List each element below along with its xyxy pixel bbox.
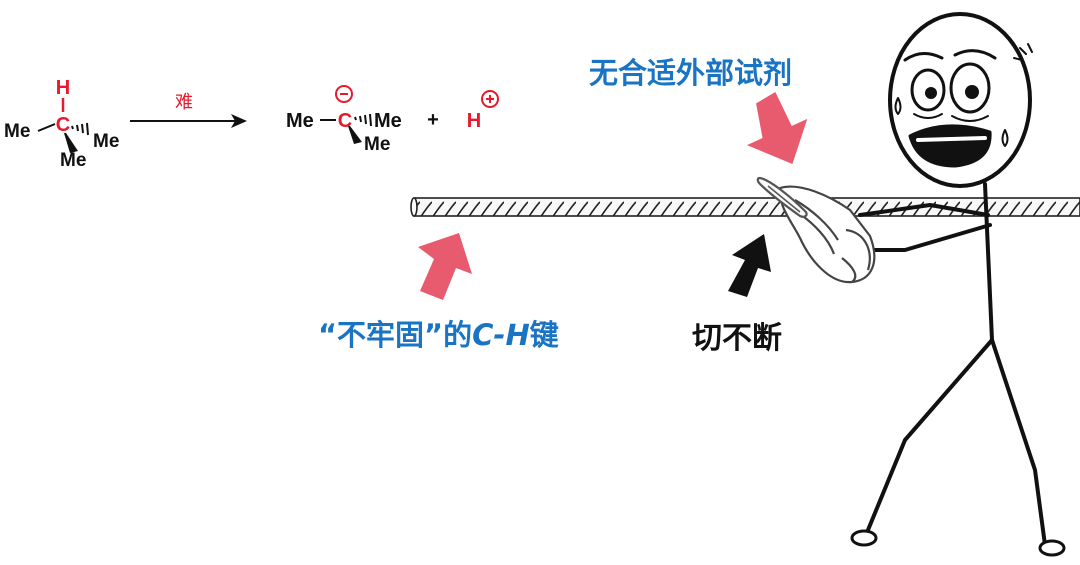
rope: [410, 197, 1080, 217]
reactant-c-atom: C: [56, 114, 70, 136]
weak-bond-label: “不牢固”的C-H键: [318, 312, 559, 354]
product-carbanion: Me C Me Me: [286, 85, 402, 155]
arrow-to-hand: [746, 92, 808, 165]
product-me-right: Me: [374, 110, 402, 132]
positive-charge-icon: [481, 90, 499, 108]
reactant-me-right: Me: [93, 131, 119, 152]
figure-arm-upper: [858, 203, 990, 217]
no-reagent-label: 无合适外部试剂: [589, 56, 793, 90]
arrow-to-rope: [418, 233, 472, 300]
weak-bond-prefix: “不牢固”的: [318, 318, 473, 352]
weak-bond-suffix: 键: [529, 318, 559, 352]
figure-arm-lower: [858, 223, 992, 252]
figure-body: [983, 182, 994, 342]
sweat-drop-icon: [1001, 129, 1009, 147]
reactant-molecule: H C Me Me Me: [4, 77, 119, 171]
weak-bond-ch: C-H: [472, 318, 530, 352]
bond-left: [37, 123, 56, 132]
proton-h: H: [467, 110, 481, 132]
reactant-me-left: Me: [4, 121, 30, 142]
product-me-left: Me: [286, 110, 314, 132]
stick-figure: [850, 12, 1066, 557]
reactant-h-atom: H: [56, 77, 70, 99]
cannot-cut-label: 切不断: [692, 321, 782, 356]
product-bold-wedge: [348, 126, 362, 144]
cutting-blade-icon: [756, 176, 808, 218]
arrow-cannot-cut: [728, 234, 771, 297]
arrow-label-difficult: 难: [175, 92, 193, 112]
reaction-arrow: [130, 114, 247, 128]
reactant-me-bottom: Me: [60, 150, 86, 171]
hashed-wedge: [71, 122, 89, 136]
stress-mark-icon: [1013, 43, 1033, 61]
product-me-bottom: Me: [364, 134, 390, 155]
figure-leg-right: [990, 338, 1047, 547]
product-hashed-wedge: [354, 113, 372, 127]
bold-wedge: [64, 133, 78, 153]
negative-charge-icon: [335, 85, 353, 103]
figure-leg-left: [866, 338, 994, 532]
screaming-mouth-icon: [908, 124, 992, 168]
plus-sign: +: [427, 109, 439, 131]
